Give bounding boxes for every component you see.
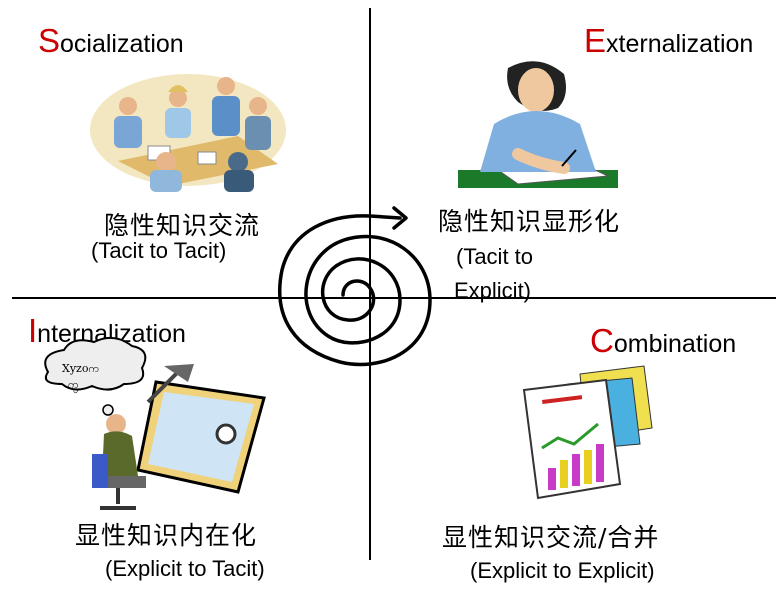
combination-chinese: 显性知识交流/合并 (442, 523, 660, 552)
internalization-chinese: 显性知识内在化 (75, 521, 258, 550)
meeting-clipart (90, 74, 286, 192)
thought-text-1: Xyzoက (62, 362, 99, 375)
thought-text-2: ကွ (68, 378, 79, 393)
combination-english: (Explicit to Explicit) (470, 558, 655, 583)
writing-woman-clipart (458, 61, 618, 188)
externalization-title-rest: xternalization (606, 30, 754, 58)
externalization-title: Externalization (584, 22, 753, 60)
socialization-initial: S (38, 22, 61, 59)
combination-title-rest: ombination (613, 330, 737, 358)
internalization-initial: I (28, 312, 38, 349)
externalization-initial: E (584, 22, 607, 59)
externalization-english-line1: (Tacit to (456, 244, 534, 269)
socialization-english: (Tacit to Tacit) (91, 238, 227, 263)
combination-initial: C (590, 322, 614, 359)
internalization-english: (Explicit to Tacit) (105, 556, 265, 581)
socialization-chinese: 隐性知识交流 (104, 211, 261, 240)
drafting-man-clipart: Xyzoက ကွ (44, 336, 266, 510)
externalization-chinese: 隐性知识显形化 (438, 207, 621, 236)
combination-title: Combination (590, 322, 736, 360)
socialization-title-rest: ocialization (60, 30, 184, 58)
charts-documents-clipart (522, 365, 653, 500)
socialization-title: Socialization (38, 22, 184, 60)
externalization-english-line2: Explicit) (454, 278, 532, 303)
